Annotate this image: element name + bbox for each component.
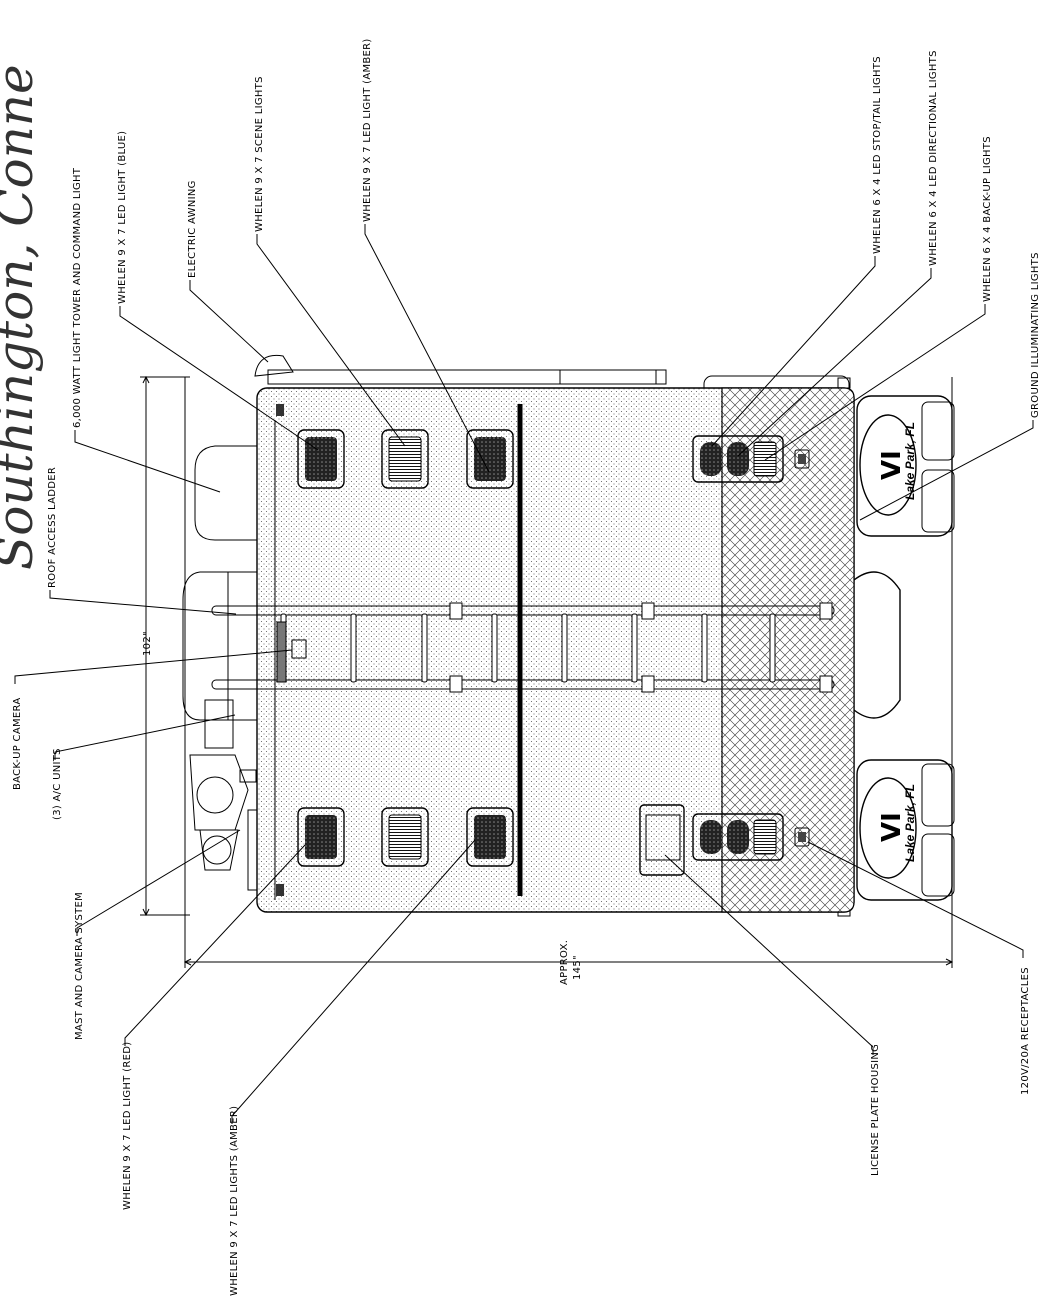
svg-text:Lake Park, FL: Lake Park, FL [903, 784, 917, 862]
dimension-width-label: 102" [142, 631, 153, 656]
header-text: Southington, Conne [0, 64, 44, 570]
label-receptacles: 120V/20A RECEPTACLES [1020, 967, 1031, 1095]
ac-units [182, 445, 259, 721]
label-mast-camera: MAST AND CAMERA SYSTEM [74, 892, 85, 1040]
label-ground-lights: GROUND ILLUMINATING LIGHTS [1030, 252, 1041, 418]
scene-light-lower [381, 807, 429, 867]
label-backup-camera: BACK-UP CAMERA [12, 697, 23, 790]
label-light-tower: 6,000 WATT LIGHT TOWER AND COMMAND LIGHT [72, 167, 83, 428]
label-amber-lights-bottom: WHELEN 9 X 7 LED LIGHTS (AMBER) [229, 1106, 240, 1296]
mudflap-logo-lower: VI Lake Park, FL [859, 777, 917, 879]
svg-text:Lake Park, FL: Lake Park, FL [903, 422, 917, 500]
dimension-length-label-1: APPROX. [559, 940, 570, 985]
label-scene-lights: WHELEN 9 X 7 SCENE LIGHTS [254, 76, 265, 232]
electric-awning [254, 354, 667, 385]
label-license-plate: LICENSE PLATE HOUSING [870, 1044, 881, 1176]
label-blue-light: WHELEN 9 X 7 LED LIGHT (BLUE) [117, 131, 128, 304]
light-amber-9x7-lower [466, 807, 514, 867]
scene-light-upper [381, 429, 429, 489]
label-ac-units: (3) A/C UNITS [52, 748, 63, 820]
light-red-9x7 [297, 807, 345, 867]
light-cluster-lower [692, 813, 784, 861]
mast-camera-system [189, 699, 259, 891]
label-amber-light-top: WHELEN 9 X 7 LED LIGHT (AMBER) [362, 38, 373, 222]
rear-panel [256, 387, 855, 913]
label-directional: WHELEN 6 X 4 LED DIRECTIONAL LIGHTS [928, 50, 939, 266]
label-roof-access-ladder: ROOF ACCESS LADDER [47, 467, 58, 588]
license-plate-housing [639, 804, 685, 876]
label-stop-tail: WHELEN 6 X 4 LED STOP/TAIL LIGHTS [872, 56, 883, 254]
receptacle-upper [794, 449, 810, 469]
dimension-length-label-2: 145" [572, 955, 583, 980]
svg-text:VI: VI [877, 450, 907, 480]
svg-text:VI: VI [877, 812, 907, 842]
light-amber-9x7-upper [466, 429, 514, 489]
label-electric-awning: ELECTRIC AWNING [187, 180, 198, 278]
receptacle-lower [794, 827, 810, 847]
light-cluster-upper [692, 435, 784, 483]
mudflap-logo-upper: VI Lake Park, FL [859, 414, 917, 516]
backup-camera [276, 621, 307, 683]
dimension-length [183, 377, 954, 968]
light-blue-9x7 [297, 429, 345, 489]
label-backup-lights: WHELEN 6 X 4 BACK-UP LIGHTS [982, 136, 993, 302]
label-red-light: WHELEN 9 X 7 LED LIGHT (RED) [122, 1042, 133, 1210]
